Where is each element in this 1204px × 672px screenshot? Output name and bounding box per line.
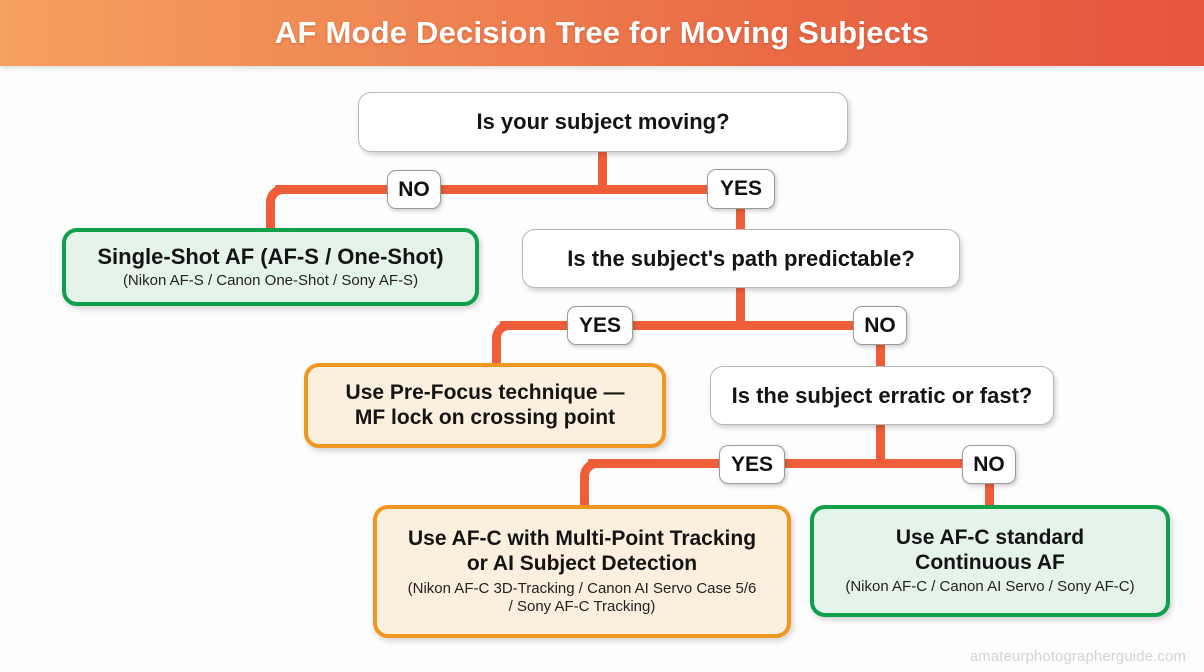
connector-q1-yes-drop [736,190,745,230]
question-text: Is the subject erratic or fast? [731,382,1033,408]
connector-q3-stem [876,425,885,461]
result-subtitle-line1: (Nikon AF-C 3D-Tracking / Canon AI Servo… [407,579,757,597]
connector-q1-stem [598,152,607,190]
connector-q3-yes-drop [580,479,589,507]
question-text: Is the subject's path predictable? [567,245,915,271]
connector-q1-no-elbow [266,185,301,220]
connector-q2-yes-drop [492,341,501,365]
question-text: Is your subject moving? [476,109,730,135]
edge-label-q1-yes[interactable]: YES [707,169,775,209]
connector-q3-no-drop [985,464,994,508]
connector-q3-bus [588,459,993,468]
result-title: Single-Shot AF (AF-S / One-Shot) [97,243,444,269]
result-title-line2: MF lock on crossing point [354,405,616,429]
result-subtitle: (Nikon AF-C / Canon AI Servo / Sony AF-C… [845,578,1135,596]
result-node-pre-focus[interactable]: Use Pre-Focus technique — MF lock on cro… [304,363,666,448]
edge-label-q3-yes[interactable]: YES [719,445,785,484]
question-node-erratic-or-fast[interactable]: Is the subject erratic or fast? [710,366,1054,425]
connector-q3-yes-elbow [580,459,615,494]
page-title: AF Mode Decision Tree for Moving Subject… [274,15,930,50]
result-subtitle: (Nikon AF-S / Canon One-Shot / Sony AF-S… [122,272,419,290]
result-subtitle-line2: / Sony AF-C Tracking) [508,597,656,615]
result-title-line2: or AI Subject Detection [466,552,698,575]
watermark: amateurphotographerguide.com [969,648,1186,665]
edge-label-q1-no[interactable]: NO [387,170,441,209]
result-title-line2: Continuous AF [915,550,1065,574]
edge-label-q2-no[interactable]: NO [853,306,907,345]
edge-label-q3-no[interactable]: NO [962,445,1016,484]
connector-q1-no-drop [266,205,275,229]
connector-q2-yes-elbow [492,321,527,356]
header-bar: AF Mode Decision Tree for Moving Subject… [0,0,1204,66]
connector-q2-stem [736,288,745,324]
result-node-single-shot-af[interactable]: Single-Shot AF (AF-S / One-Shot) (Nikon … [62,228,479,306]
question-node-subject-moving[interactable]: Is your subject moving? [358,92,848,152]
result-node-afc-multipoint[interactable]: Use AF-C with Multi-Point Tracking or AI… [373,505,791,638]
result-title-line1: Use Pre-Focus technique — [345,380,625,404]
connector-q1-bus [275,185,745,194]
connector-q2-no-drop [876,326,885,367]
result-title-line1: Use AF-C with Multi-Point Tracking [407,527,757,551]
connector-q2-bus [500,321,882,330]
edge-label-q2-yes[interactable]: YES [567,306,633,345]
question-node-path-predictable[interactable]: Is the subject's path predictable? [522,229,960,288]
result-title-line1: Use AF-C standard [895,525,1085,549]
result-node-afc-standard[interactable]: Use AF-C standard Continuous AF (Nikon A… [810,505,1170,617]
